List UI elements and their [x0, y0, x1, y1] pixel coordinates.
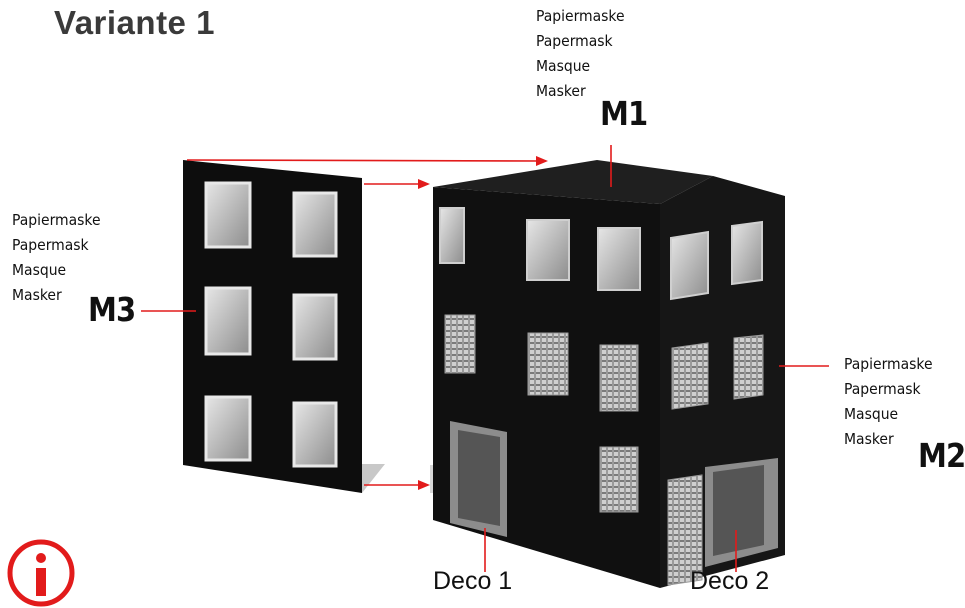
- m1-line-1: Papiermaske: [536, 7, 625, 25]
- mask-m3-windows: [204, 181, 338, 468]
- m2-line-3: Masque: [844, 405, 899, 423]
- deco2-label: Deco 2: [690, 567, 770, 595]
- mask-m2-label: Papiermaske Papermask Masque Masker: [844, 352, 933, 452]
- m2-line-4: Masker: [844, 430, 894, 448]
- mask-m3-label: Papiermaske Papermask Masque Masker: [12, 208, 101, 308]
- building-blind-windows: [444, 314, 764, 586]
- deco2-opening: [705, 458, 778, 567]
- deco1-opening: [450, 421, 507, 537]
- page-title: Variante 1: [54, 4, 215, 41]
- mask-m1-code: M1: [600, 94, 648, 133]
- m3-line-3: Masque: [12, 261, 67, 279]
- m1-line-3: Masque: [536, 57, 591, 75]
- m3-line-4: Masker: [12, 286, 62, 304]
- mask-m1-label: Papiermaske Papermask Masque Masker: [536, 4, 625, 104]
- m1-line-2: Papermask: [536, 32, 613, 50]
- building-windows: [439, 207, 763, 301]
- building-model: [433, 160, 785, 588]
- mask-m3-sheet: [183, 160, 460, 493]
- mask-m2-code: M2: [918, 436, 965, 475]
- m3-line-2: Papermask: [12, 236, 89, 254]
- deco1-label: Deco 1: [433, 567, 513, 595]
- arrow-m3-to-roof: [186, 155, 548, 166]
- mask-m3-code: M3: [88, 290, 136, 329]
- m2-line-2: Papermask: [844, 380, 921, 398]
- arrows: [141, 145, 829, 572]
- m2-line-1: Papiermaske: [844, 355, 933, 373]
- m1-line-4: Masker: [536, 82, 586, 100]
- m3-line-1: Papiermaske: [12, 211, 101, 229]
